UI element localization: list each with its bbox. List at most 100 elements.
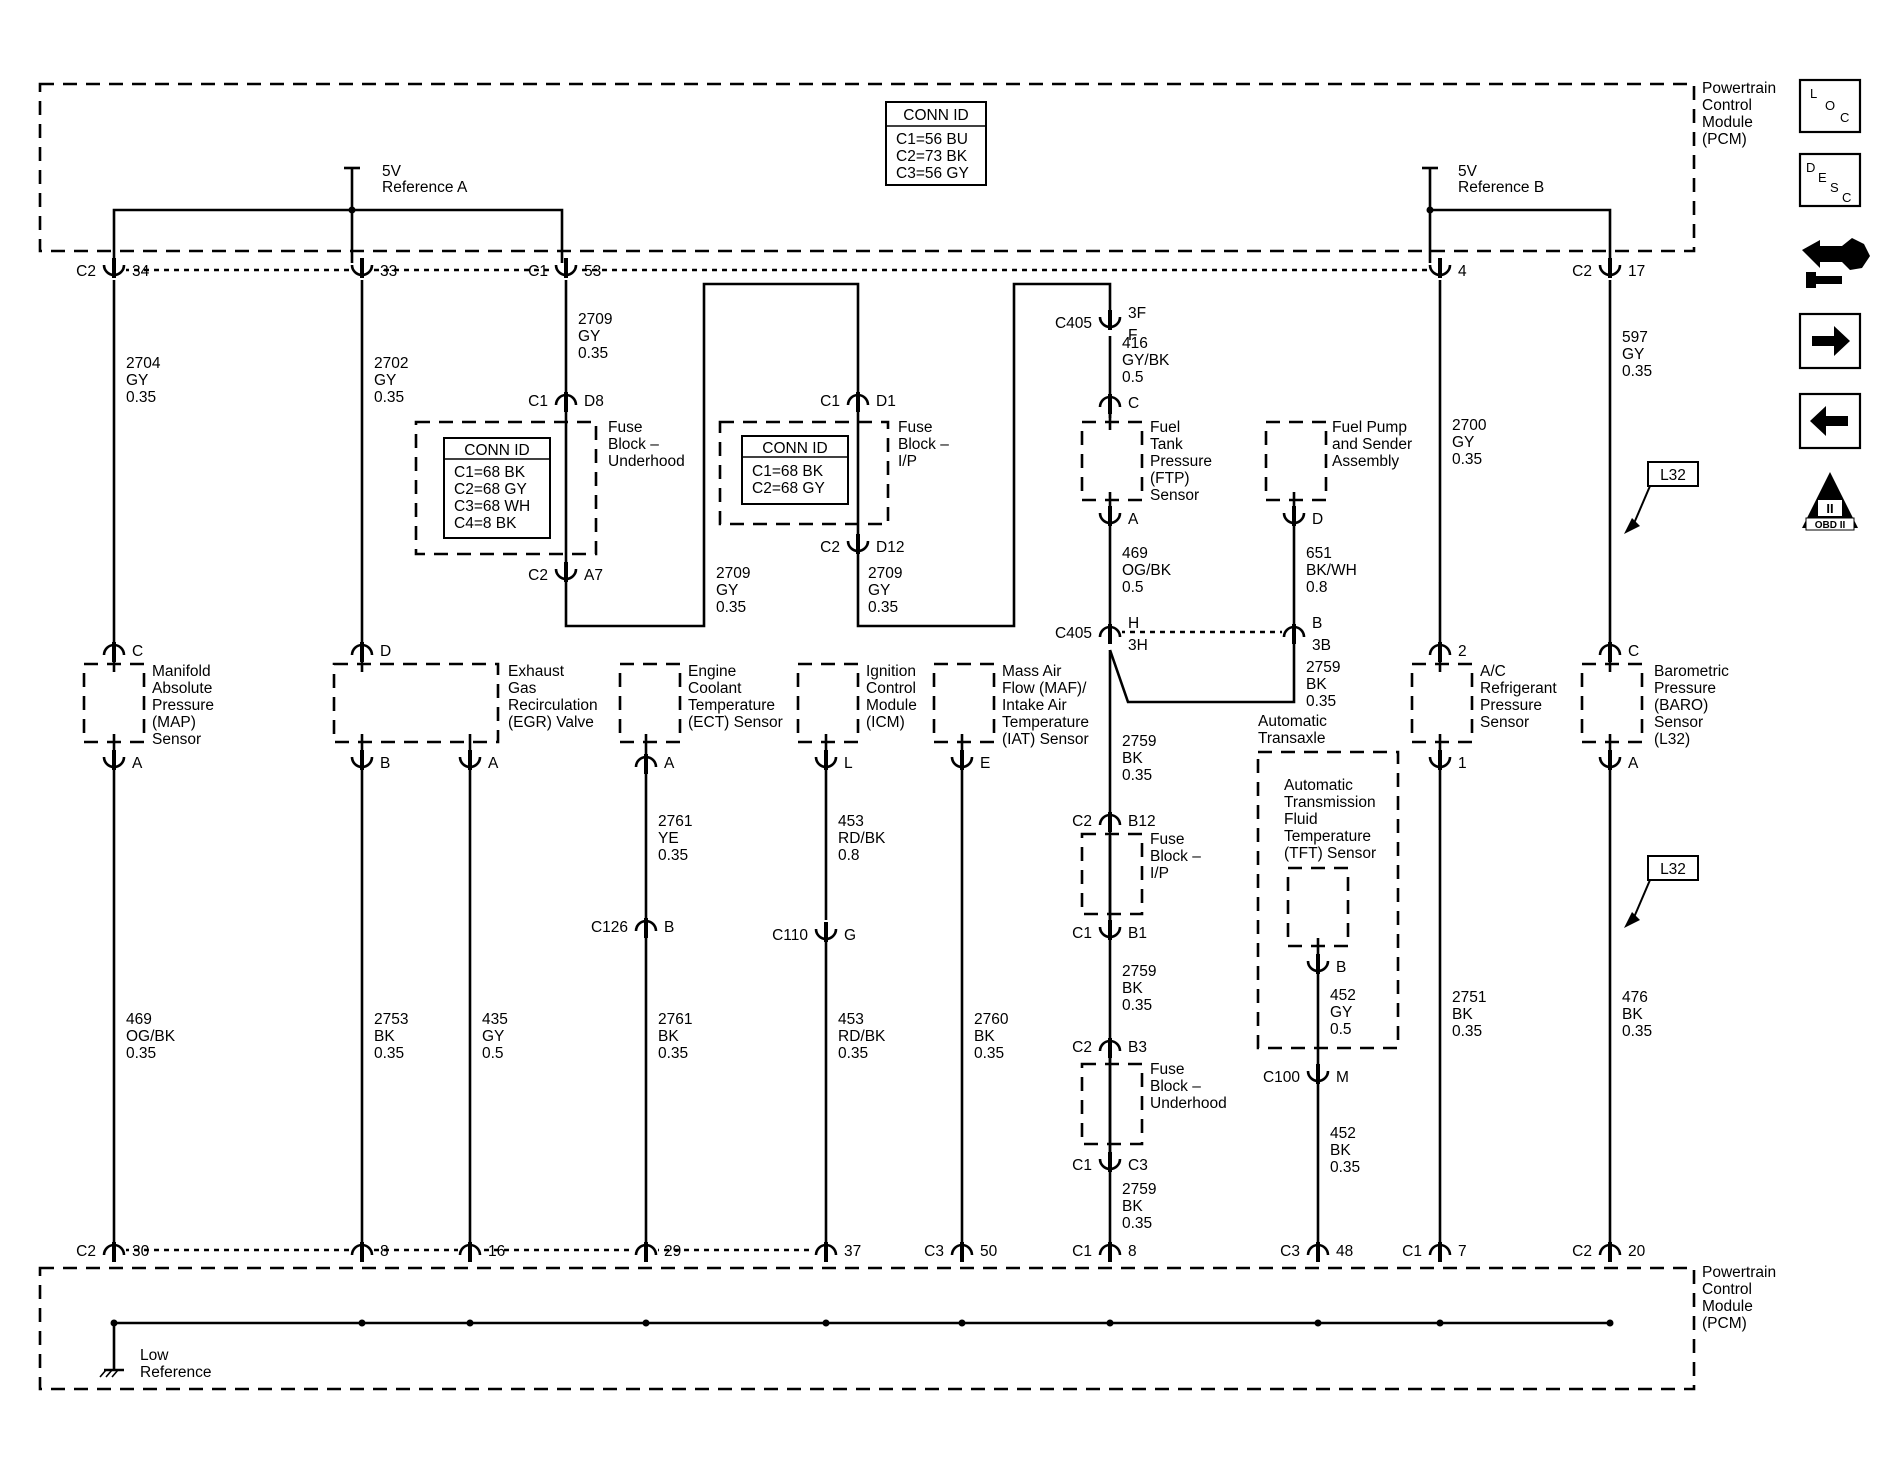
svg-text:CONN ID: CONN ID: [903, 107, 968, 124]
svg-text:0.35: 0.35: [126, 1045, 156, 1062]
pin-number: H: [1128, 615, 1139, 632]
svg-text:Sensor: Sensor: [1150, 487, 1199, 504]
svg-text:Temperature: Temperature: [688, 697, 775, 714]
pcm-conn-id-table: CONN ID C1=56 BU C2=73 BK C3=56 GY: [885, 101, 987, 186]
svg-text:Module: Module: [1702, 114, 1753, 131]
svg-text:CONN ID: CONN ID: [762, 440, 827, 457]
svg-text:0.35: 0.35: [126, 389, 156, 406]
reference-b-label: 5V Reference B: [1458, 163, 1544, 196]
svg-text:Control: Control: [1702, 1281, 1752, 1298]
svg-text:(TFT) Sensor: (TFT) Sensor: [1284, 845, 1376, 862]
pin-number: B1: [1128, 925, 1147, 942]
svg-text:0.35: 0.35: [1306, 693, 1336, 710]
svg-text:0.35: 0.35: [838, 1045, 868, 1062]
pin-number: 8: [380, 1243, 389, 1260]
map-sensor-box: [82, 662, 146, 744]
connector-view-icon[interactable]: [1802, 238, 1870, 288]
svg-text:Underhood: Underhood: [1150, 1095, 1227, 1112]
svg-text:Transaxle: Transaxle: [1258, 730, 1325, 747]
pin-number-alt: F: [1128, 327, 1137, 344]
pin-number: 7: [1458, 1243, 1467, 1260]
svg-text:0.35: 0.35: [868, 599, 898, 616]
svg-text:Pressure: Pressure: [1654, 680, 1716, 697]
l32-callout-top: L32: [1624, 461, 1699, 534]
connector-pin-egrd: D: [350, 642, 391, 662]
svg-text:and Sender: and Sender: [1332, 436, 1412, 453]
connector-name: C2: [76, 1243, 96, 1260]
svg-text:5V: 5V: [1458, 163, 1478, 180]
next-arrow-icon[interactable]: [1798, 312, 1862, 370]
desc-icon[interactable]: D E S C: [1798, 152, 1862, 208]
connector-name: C3: [924, 1243, 944, 1260]
back-arrow-icon[interactable]: [1798, 392, 1862, 450]
svg-text:0.35: 0.35: [578, 345, 608, 362]
svg-text:C4=8 BK: C4=8 BK: [454, 515, 517, 532]
svg-text:BK: BK: [658, 1028, 679, 1045]
connector-pin-egra: A: [458, 750, 499, 772]
svg-text:C2=68 GY: C2=68 GY: [752, 480, 825, 497]
pin-number: D: [380, 643, 391, 660]
svg-text:476: 476: [1622, 989, 1648, 1006]
obd-ii-icon[interactable]: II OBD II: [1802, 472, 1858, 531]
connector-pin-p29: 29: [634, 1242, 681, 1262]
svg-text:GY: GY: [1452, 434, 1474, 451]
svg-text:L32: L32: [1660, 467, 1686, 484]
connector-name: C110: [772, 927, 808, 944]
pin-number: 37: [844, 1243, 861, 1260]
svg-text:Automatic: Automatic: [1258, 713, 1327, 730]
pcm-bottom-boundary: [38, 1266, 1696, 1391]
loc-icon[interactable]: L O C: [1798, 78, 1862, 134]
svg-text:Coolant: Coolant: [688, 680, 742, 697]
connector-name: C1: [1072, 925, 1092, 942]
svg-text:(L32): (L32): [1654, 731, 1690, 748]
svg-text:Fuse: Fuse: [1150, 1061, 1184, 1078]
svg-text:0.35: 0.35: [974, 1045, 1004, 1062]
svg-text:GY: GY: [1330, 1004, 1352, 1021]
svg-text:(FTP): (FTP): [1150, 470, 1190, 487]
connector-name: C2: [820, 539, 840, 556]
pin-number: 48: [1336, 1243, 1353, 1260]
svg-text:0.5: 0.5: [1122, 579, 1144, 596]
svg-text:2759: 2759: [1122, 733, 1156, 750]
connector-name: C405: [1055, 315, 1092, 332]
svg-text:C3=56 GY: C3=56 GY: [896, 165, 969, 182]
svg-text:YE: YE: [658, 830, 679, 847]
pin-number: 4: [1458, 263, 1467, 280]
connector-name: C2: [1572, 263, 1592, 280]
pcm-top-label: Powertrain Control Module (PCM): [1702, 80, 1776, 148]
connector-pin-ac1: 1: [1428, 750, 1467, 772]
pin-number: 16: [488, 1243, 505, 1260]
svg-text:Exhaust: Exhaust: [508, 663, 565, 680]
connector-pin-mapa: A: [102, 750, 143, 772]
tft-sensor-label: AutomaticTransmissionFluidTemperature(TF…: [1284, 777, 1376, 862]
pin-number: 2: [1458, 643, 1467, 660]
svg-text:Automatic: Automatic: [1284, 777, 1353, 794]
pin-number: A: [664, 755, 675, 772]
pin-number: B: [1336, 959, 1346, 976]
connector-name: C2: [1572, 1243, 1592, 1260]
svg-text:2753: 2753: [374, 1011, 408, 1028]
connector-name: C1: [528, 393, 548, 410]
connector-name: C100: [1263, 1069, 1300, 1086]
svg-text:Block –: Block –: [1150, 1078, 1201, 1095]
svg-text:Underhood: Underhood: [608, 453, 685, 470]
svg-text:L: L: [1810, 86, 1817, 101]
